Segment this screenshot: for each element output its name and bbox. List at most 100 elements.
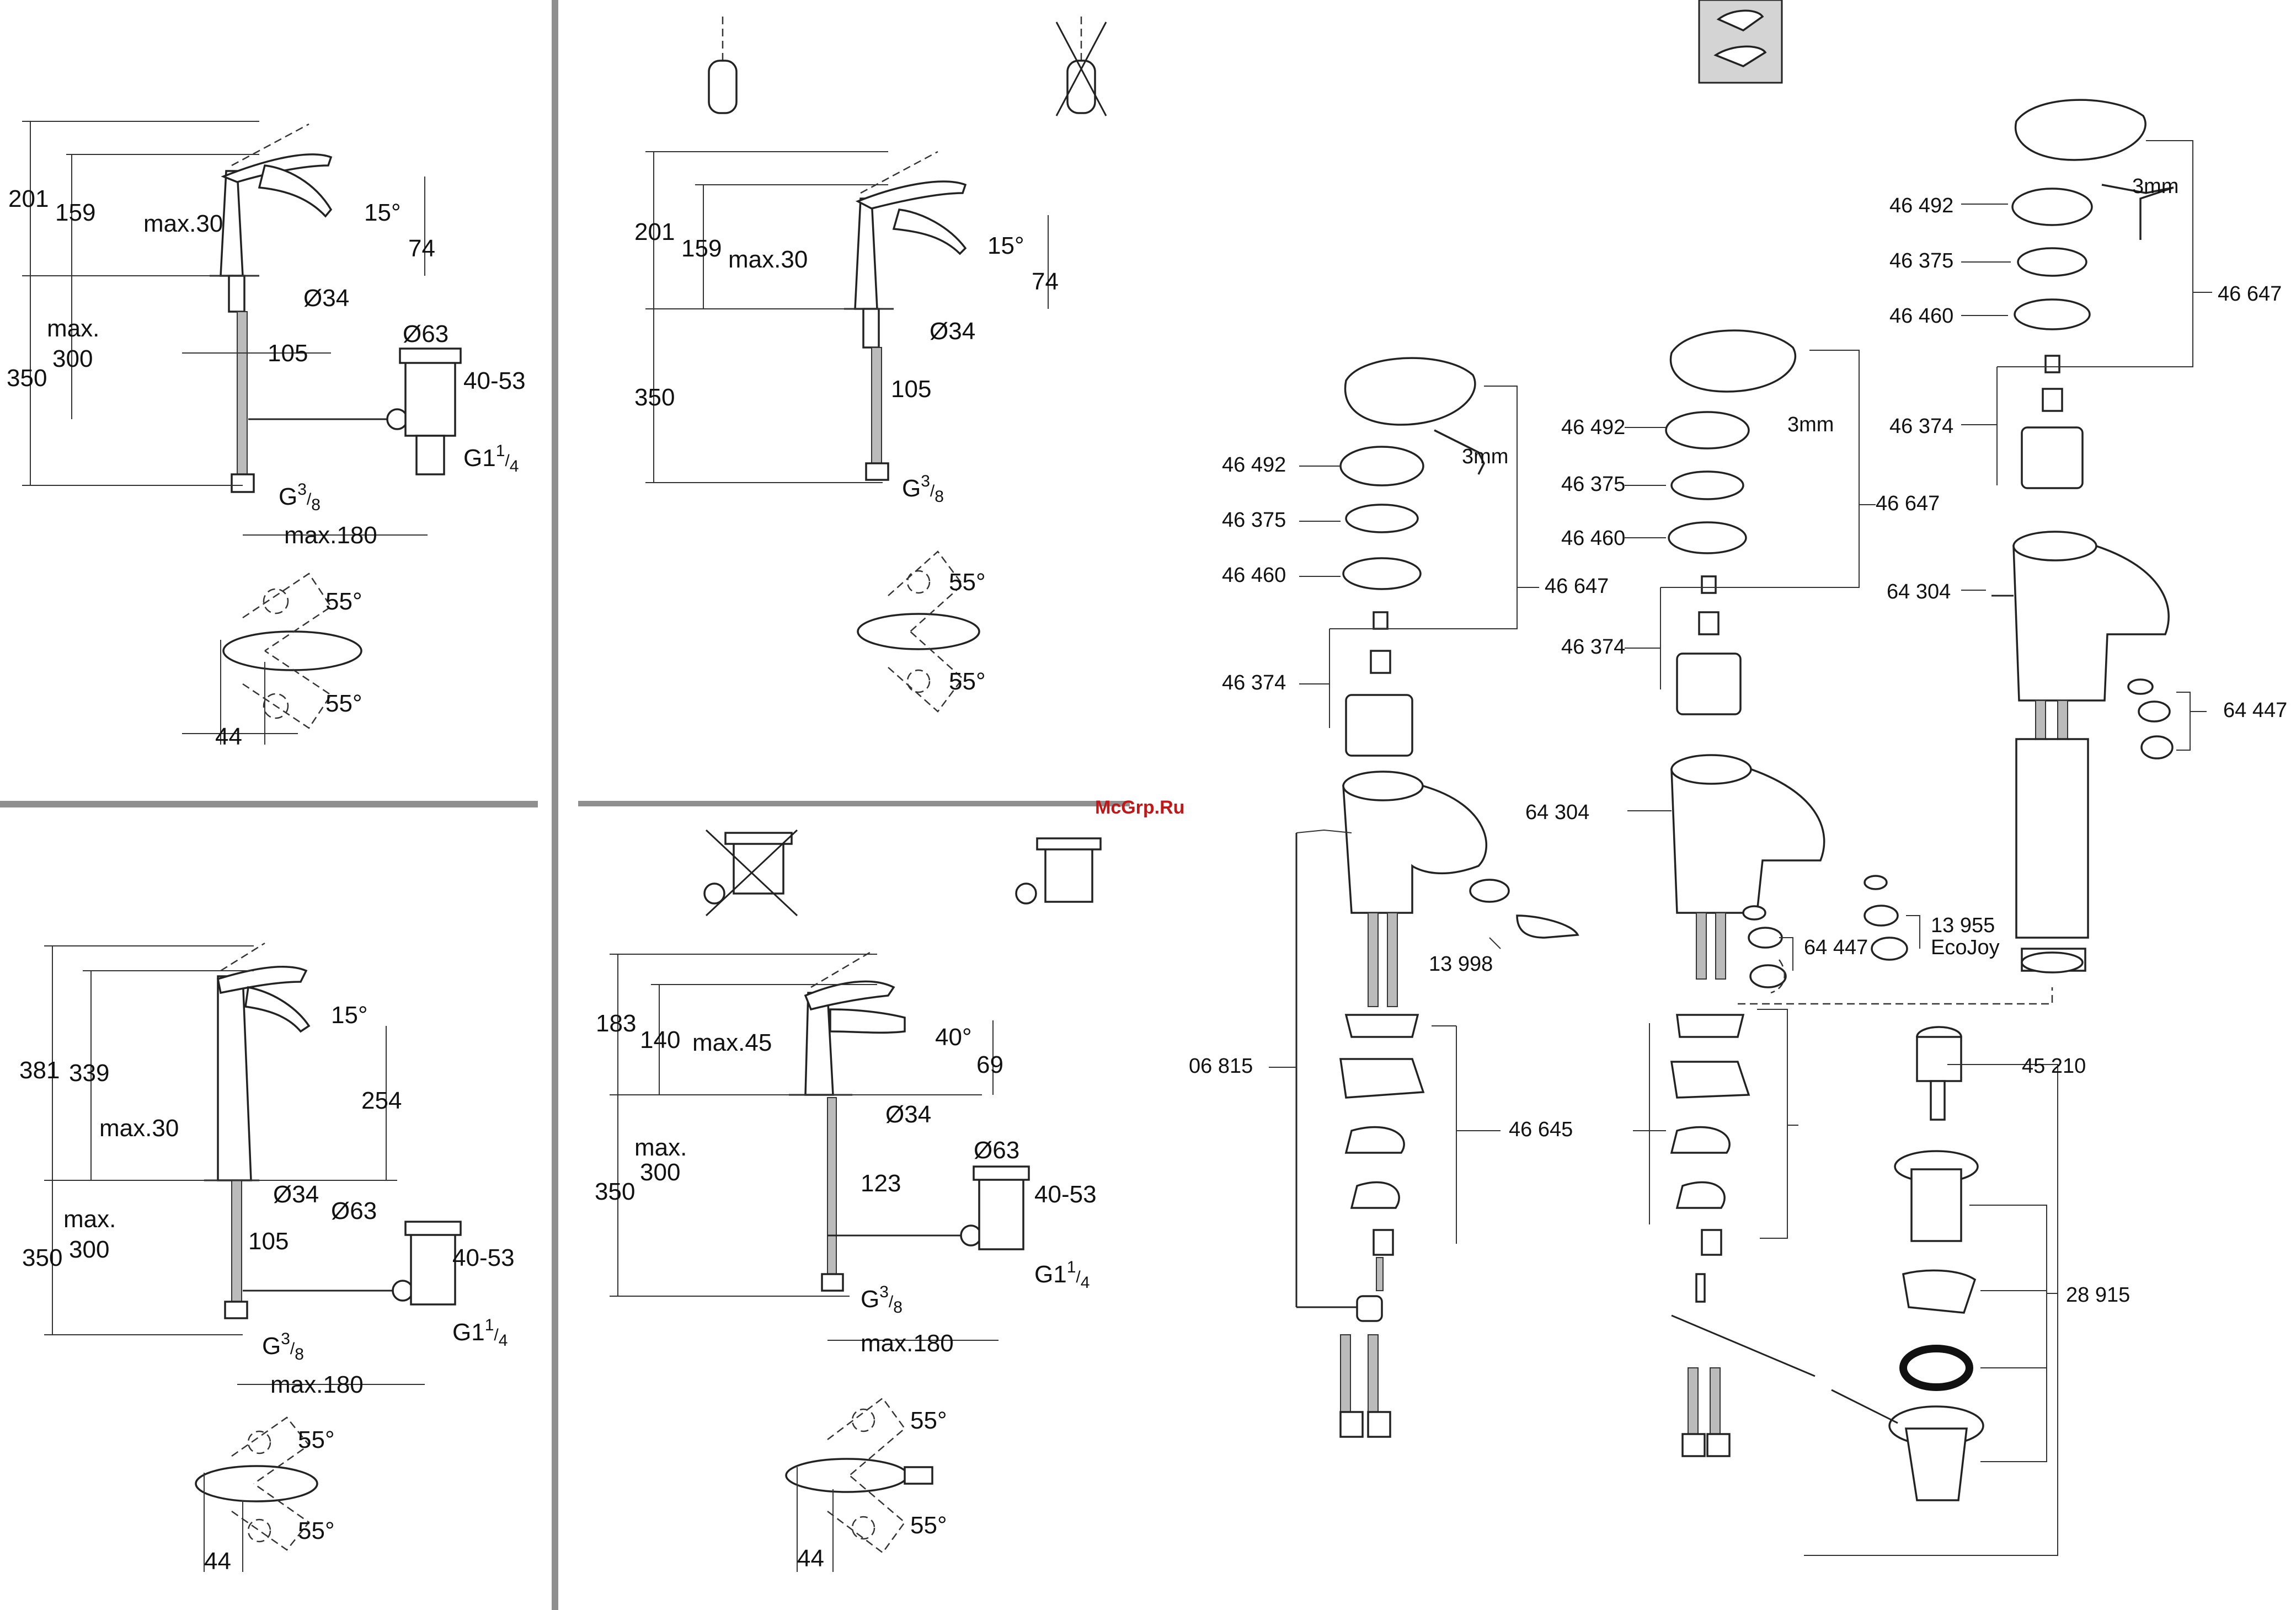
angle-top: 55° [949,569,986,596]
spout-drop: 74 [408,235,435,262]
exploded-basin-tall [1991,99,2174,974]
height-total: 201 [8,185,49,212]
spout-angle: 15° [331,1002,368,1029]
max-depth: 300 [69,1236,109,1263]
angle-top: 55° [325,588,362,615]
part-number: 64 304 [1525,801,1589,824]
callouts-bidet [1269,386,1539,1244]
hose-length: 350 [22,1244,62,1271]
part-number: 46 375 [1889,249,1953,272]
height-total: 201 [634,218,675,245]
exploded-bidet [1295,357,1579,1438]
hose-length: 350 [7,365,47,392]
part-number: 46 374 [1561,635,1625,659]
part-number: 64 447 [1804,936,1868,959]
part-number: 46 645 [1509,1118,1573,1141]
hose-length: 350 [634,384,675,411]
tap-top-view [195,1416,318,1572]
part-number: 28 915 [2066,1283,2130,1307]
max-depth: 300 [640,1159,680,1186]
part-number: 46 375 [1561,473,1625,496]
key-size: 3mm [1787,413,1834,436]
max-label: max. [47,315,99,342]
part-number: 46 460 [1561,527,1625,550]
spout-height: 69 [976,1051,1003,1078]
angle-bottom: 55° [298,1517,335,1544]
dimension-lines [645,151,1049,483]
panel-bidet: 183 140 max.45 40° 69 Ø34 Ø63 max. 300 1… [595,829,1102,1572]
callouts-basin-tall [1961,140,2212,751]
hole-diameter: Ø34 [273,1181,319,1208]
tap-top-view [785,1397,933,1572]
panel-basin-tall: 381 339 15° 254 max.30 Ø34 Ø63 max. 300 … [19,942,515,1575]
tap-top-view [857,550,980,713]
height-spout: 159 [55,199,95,226]
offset: 44 [215,723,242,750]
key-size: 3mm [2132,175,2178,198]
tap-top-view [182,573,362,745]
waste-crossed-icon [703,829,798,917]
spout-angle: 40° [935,1024,972,1051]
max-distance: max.180 [270,1371,364,1398]
tap-side-view [844,151,967,481]
max-height: max.30 [143,210,223,237]
part-number: 45 210 [2022,1055,2086,1078]
hose-length: 350 [595,1178,635,1205]
callouts-waste [1804,1064,2058,1556]
offset: 44 [204,1548,231,1575]
reach: 105 [268,340,308,367]
part-number: 13 955 [1931,914,1995,937]
hole-diameter: Ø34 [930,318,975,345]
spout-angle: 15° [364,199,401,226]
max-height: max.30 [728,246,808,273]
part-number: 46 647 [1876,492,1940,515]
height-total: 183 [596,1010,636,1037]
part-number: 46 374 [1889,415,1953,438]
watermark: McGrp.Ru [1095,797,1184,818]
part-number: 46 374 [1222,671,1286,694]
hole-diameter: Ø34 [885,1101,931,1128]
waste-range: 40-53 [463,367,526,394]
angle-bottom: 55° [949,668,986,695]
panel-separators [0,0,1130,1610]
waste-thread: G11/4 [1034,1258,1090,1292]
max-height: max.30 [99,1115,179,1142]
eco-label: EcoJoy [1931,936,2000,959]
supply-thread: G3/8 [279,480,321,514]
spout-drop: 74 [1032,268,1059,295]
max-distance: max.180 [284,522,377,549]
waste-diameter: Ø63 [331,1197,377,1224]
chain-plug-icon [708,17,738,114]
height-spout: 159 [681,235,722,262]
reach: 105 [891,376,931,403]
angle-top: 55° [910,1407,947,1434]
angle-bottom: 55° [910,1512,947,1539]
reach: 123 [861,1170,901,1197]
part-number: 46 492 [1889,194,1953,217]
max-distance: max.180 [861,1330,954,1357]
tap-side-view [204,942,462,1319]
key-size: 3mm [1462,445,1508,468]
callouts-basin-standard [1625,350,1920,1239]
part-number: 06 815 [1189,1055,1253,1078]
waste-range: 40-53 [1034,1181,1097,1208]
lever-handle-icon [1698,0,1783,84]
waste-diameter: Ø63 [403,320,448,347]
dimension-lines [22,121,428,536]
tap-side-view [789,950,1030,1292]
exploded-basin-standard [1665,329,2053,1457]
chain-plug-crossed-icon [1055,17,1107,116]
spout-angle: 15° [987,232,1024,259]
panel-basin-no-waste: 201 159 max.30 15° 74 Ø34 105 350 G3/8 5… [634,17,1107,713]
exploded-waste [1831,1026,1984,1501]
max-label: max. [63,1206,116,1233]
hole-diameter: Ø34 [303,285,349,312]
max-height: max.45 [692,1029,772,1056]
part-number: 46 647 [2218,282,2282,306]
waste-range: 40-53 [452,1244,515,1271]
dimension-lines [610,954,999,1341]
height-spout: 140 [640,1026,680,1053]
height-total: 381 [19,1057,60,1084]
panel-basin-standard: 201 159 max.30 15° 74 Ø34 Ø63 max. 300 1… [7,121,526,750]
